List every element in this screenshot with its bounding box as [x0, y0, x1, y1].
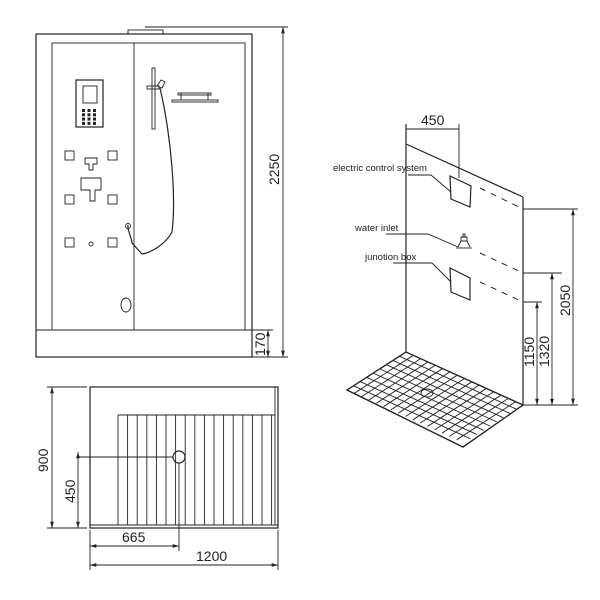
base-dim-label: 170 — [252, 332, 268, 356]
keypad-button — [82, 121, 85, 125]
keypad-button — [87, 109, 91, 112]
water-inlet-faucet-icon — [456, 233, 472, 249]
keypad-button — [93, 121, 96, 125]
junction-box-label: junotion box — [364, 252, 416, 263]
water-inlet-label: water inlet — [354, 223, 399, 234]
floor-grid-line — [397, 374, 458, 414]
panel-screen — [82, 85, 98, 104]
floor-grid-line — [373, 372, 491, 427]
keypad-button — [82, 109, 85, 112]
massage-jets — [64, 150, 118, 248]
electric-control-label: electric control system — [333, 163, 427, 174]
control-panel — [75, 79, 104, 128]
keypad-button — [93, 117, 96, 121]
side-view: 450 electric control system water inlet … — [333, 112, 578, 448]
cabin-outline — [35, 33, 253, 358]
floor-grid-line — [359, 381, 478, 435]
height-dim-label: 2250 — [266, 154, 282, 185]
electric-height-label: 2050 — [557, 285, 573, 316]
junction-box — [449, 267, 471, 301]
keypad-button — [87, 121, 91, 125]
drain-y-dim-label: 450 — [62, 479, 78, 503]
shelf-icon — [171, 92, 219, 103]
shower-floor-tray — [345, 351, 525, 448]
floor-grid-line — [434, 391, 494, 431]
floor-grid-line — [376, 364, 436, 404]
floor-grid-line — [441, 394, 502, 434]
junction-height-label: 1150 — [521, 337, 537, 367]
keypad-button — [93, 109, 96, 112]
floor-grid-line — [390, 371, 451, 411]
width-dim-label: 1200 — [196, 548, 227, 564]
floor-grid-line — [456, 401, 516, 441]
electric-control-box — [449, 175, 472, 208]
depth-dim-label: 900 — [35, 448, 51, 472]
tray-slats — [117, 415, 273, 525]
floor-grid-line — [361, 358, 421, 398]
shower-head-rail — [125, 67, 175, 255]
floor-grid-line — [366, 376, 484, 431]
floor-grid-line — [449, 397, 509, 437]
water-height-label: 1320 — [536, 336, 552, 367]
shower-hose — [127, 87, 175, 255]
drain-x-dim-label: 665 — [122, 529, 146, 545]
floor-grid-line — [383, 368, 443, 407]
floor-grid-line — [412, 381, 473, 421]
floor-grid-line — [405, 378, 465, 417]
floor-drain-icon — [420, 388, 434, 398]
drain-icon — [172, 450, 186, 464]
floor-grid-line — [368, 361, 429, 401]
keypad-button — [87, 117, 91, 121]
keypad-icon — [82, 109, 96, 125]
tray-outline — [89, 386, 279, 529]
keypad-button — [82, 113, 85, 117]
floor-grid-line — [353, 385, 471, 440]
keypad-button — [93, 113, 96, 117]
floor-grid-line — [392, 360, 511, 414]
floor-grid-line — [379, 368, 497, 423]
mixer-faucet-icon — [80, 157, 102, 202]
floor-grid-line — [399, 355, 517, 410]
keypad-button — [87, 113, 91, 117]
floor-grid-line — [419, 384, 480, 424]
front-view: 2250 170 — [35, 26, 288, 358]
plan-view: 900 450 665 1200 — [35, 386, 279, 570]
top-cap — [127, 29, 164, 35]
width-450-label: 450 — [421, 112, 445, 128]
floor-grid-line — [354, 354, 414, 394]
door-handle — [120, 297, 132, 313]
floor-grid-line — [427, 388, 487, 427]
keypad-button — [82, 117, 85, 121]
floor-grid-line — [386, 364, 504, 419]
